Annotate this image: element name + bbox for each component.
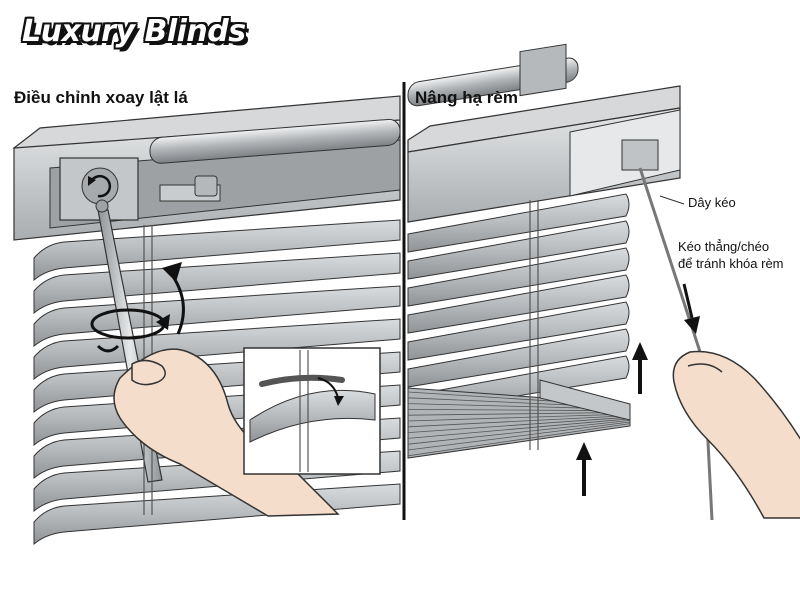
stacked-slat bbox=[407, 418, 631, 439]
right-slats bbox=[407, 193, 630, 415]
stacked-slats bbox=[407, 379, 631, 459]
slat bbox=[33, 219, 401, 282]
slat bbox=[33, 285, 401, 348]
left-headrail bbox=[12, 95, 401, 241]
cord-label: Dây kéo bbox=[688, 195, 736, 210]
logo: Luxury Blinds bbox=[22, 14, 246, 49]
pull-note-line2: để tránh khóa rèm bbox=[678, 256, 784, 271]
down-arrow-icon bbox=[682, 283, 700, 334]
tilt-panel-title: Điều chỉnh xoay lật lá bbox=[14, 88, 188, 107]
slat bbox=[33, 318, 401, 381]
lift-panel bbox=[407, 43, 800, 521]
slat bbox=[407, 247, 630, 307]
pull-note-line1: Kéo thẳng/chéo bbox=[678, 239, 770, 254]
slat bbox=[33, 252, 401, 315]
slat bbox=[407, 328, 630, 388]
stacked-slat bbox=[407, 420, 631, 445]
stacked-slat bbox=[407, 423, 631, 457]
slat bbox=[407, 301, 630, 361]
slat bbox=[407, 193, 630, 253]
pull-note: Kéo thẳng/chéo để tránh khóa rèm bbox=[678, 238, 784, 272]
inset-detail bbox=[243, 347, 381, 475]
slat bbox=[407, 220, 630, 280]
stacked-slat bbox=[407, 421, 631, 451]
lift-panel-title: Nâng hạ rèm bbox=[415, 88, 518, 107]
tilt-panel bbox=[12, 95, 401, 546]
pull-cord bbox=[638, 167, 706, 365]
stacked-slat bbox=[407, 413, 631, 422]
right-headrail bbox=[407, 43, 681, 223]
up-arrow-icon bbox=[576, 342, 648, 496]
stacked-slat bbox=[407, 412, 631, 416]
stacked-slat bbox=[407, 416, 631, 433]
stacked-slat bbox=[407, 415, 631, 428]
slat bbox=[407, 274, 630, 334]
hand-right bbox=[672, 350, 800, 519]
